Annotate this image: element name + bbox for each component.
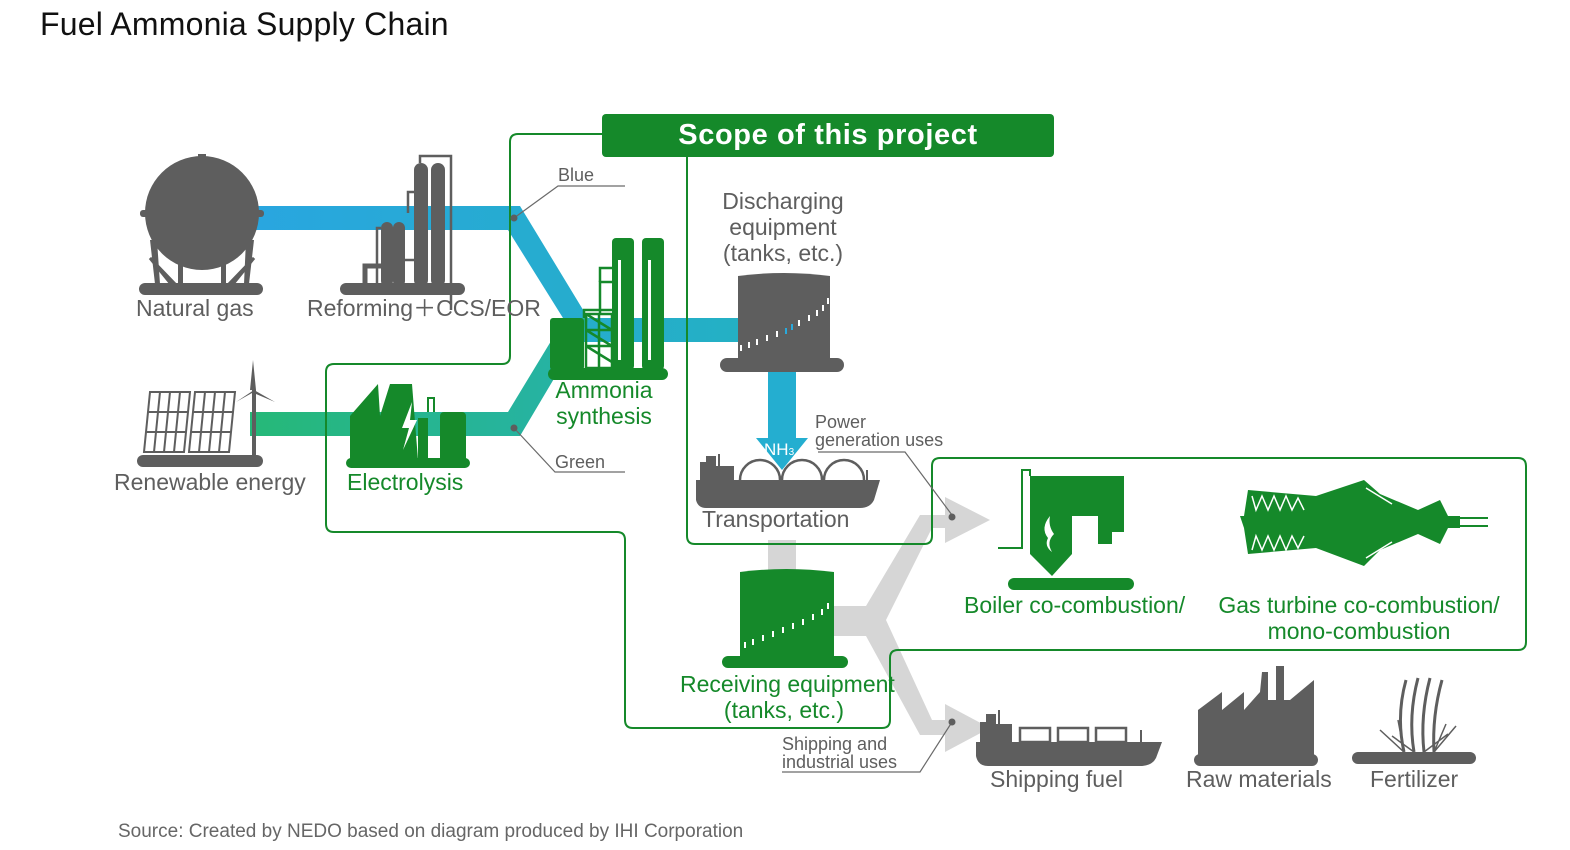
ammonia-synthesis-line1: Ammonia: [555, 377, 653, 403]
electrolysis-label: Electrolysis: [347, 469, 464, 495]
leader-lines: [513, 185, 953, 773]
transportation-label: Transportation: [702, 506, 850, 532]
cargo-ship-icon: [976, 710, 1162, 766]
discharging-tank-icon: [720, 273, 844, 372]
leader-dots: [510, 214, 956, 726]
nh3-arrow-head: [756, 438, 808, 470]
raw-materials-label: Raw materials: [1186, 766, 1332, 792]
project-scope-outlines: [325, 133, 1527, 729]
shipping-industrial-uses-label: Shipping and industrial uses: [782, 735, 897, 771]
discharging-line3: (tanks, etc.): [722, 239, 844, 266]
blue-route: [250, 206, 740, 342]
fertilizer-label: Fertilizer: [1370, 766, 1459, 792]
project-scope-banner: Scope of this project: [602, 114, 1054, 157]
natural-gas-label: Natural gas: [136, 295, 254, 321]
ammonia-synthesis-line2: synthesis: [556, 402, 652, 429]
receiving-equipment-label: Receiving equipment (tanks, etc.): [680, 671, 895, 724]
production-routes: [250, 206, 808, 470]
renewable-energy-label: Renewable energy: [114, 469, 306, 495]
green-route-label: Green: [555, 452, 606, 472]
natural-gas-tank-icon: [139, 154, 264, 295]
gas-turbine-line1: Gas turbine co-combustion/: [1218, 592, 1500, 618]
nh3-text: NH: [764, 440, 789, 459]
gas-turbine-icon: [1240, 480, 1488, 566]
receiving-tank-icon: [722, 569, 848, 668]
reforming-plant-icon: [340, 154, 465, 310]
source-note: Source: Created by NEDO based on diagram…: [118, 821, 744, 842]
boiler-icon: [998, 469, 1134, 590]
ammonia-synthesis-label: Ammonia synthesis: [552, 377, 656, 430]
nh3-down-flow: [768, 368, 796, 440]
raw-materials-factory-icon: [1194, 666, 1318, 766]
power-generation-uses-label: Power generation uses: [815, 413, 943, 449]
shipping-uses-line2: industrial uses: [782, 752, 898, 772]
receiving-line1: Receiving equipment: [680, 671, 895, 697]
shipping-fuel-label: Shipping fuel: [990, 766, 1123, 792]
ammonia-synthesis-plant-icon: [548, 238, 668, 380]
receiving-line2: (tanks, etc.): [723, 696, 845, 723]
green-route: [250, 318, 590, 436]
power-uses-line1: Power: [815, 412, 867, 432]
nh3-label: NH3: [764, 440, 794, 460]
discharging-line2: equipment: [729, 213, 837, 240]
electrolysis-factory-icon: [346, 384, 470, 468]
ammonia-carrier-ship-icon: [696, 454, 880, 508]
reforming-label: Reforming＋CCS/EOR: [307, 295, 541, 321]
gas-turbine-label: Gas turbine co-combustion/ mono-combusti…: [1218, 592, 1500, 645]
nh3-subscript: 3: [788, 447, 795, 458]
fertilizer-plant-icon: [1352, 677, 1476, 764]
boiler-label: Boiler co-combustion/: [964, 592, 1186, 618]
power-uses-line2: generation uses: [815, 430, 944, 450]
blue-route-label: Blue: [558, 165, 595, 185]
discharging-equipment-label: Discharging equipment (tanks, etc.): [722, 188, 844, 266]
renewable-energy-icon: [137, 360, 275, 467]
shipping-uses-line1: Shipping and: [782, 734, 888, 754]
gas-turbine-line2: mono-combustion: [1267, 617, 1451, 644]
page-title: Fuel Ammonia Supply Chain: [40, 6, 449, 42]
discharging-line1: Discharging: [722, 188, 844, 214]
